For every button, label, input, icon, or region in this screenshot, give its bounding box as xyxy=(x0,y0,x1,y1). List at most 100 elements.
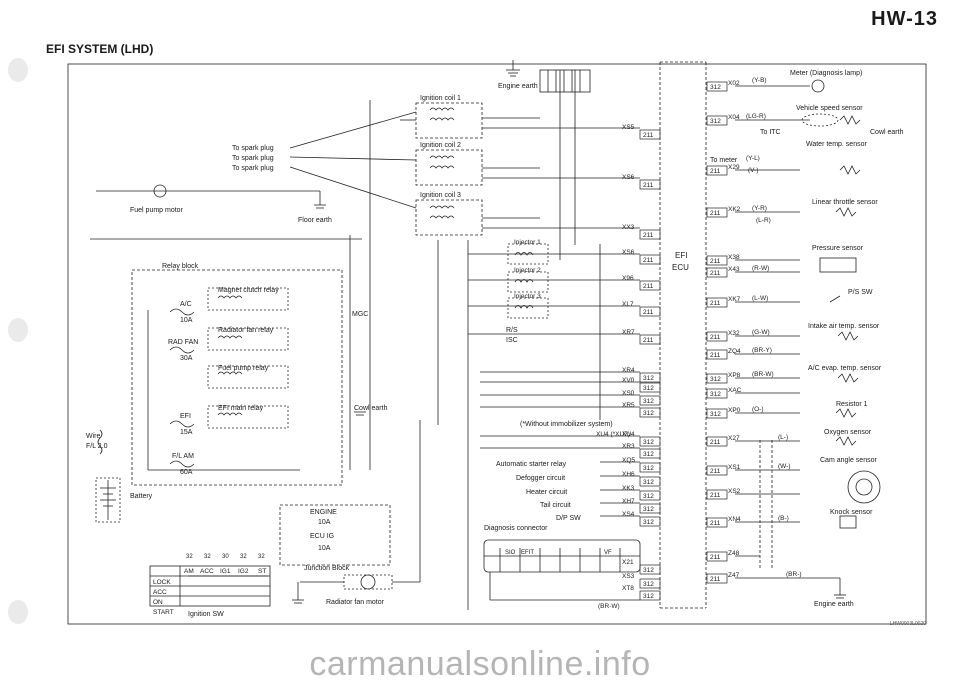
injector-2-label: Injector 2 xyxy=(514,267,541,274)
engine-earth-right-label: Engine earth xyxy=(814,601,854,608)
ecu-pin-code: XU4 xyxy=(622,431,635,438)
wire-o: (O-) xyxy=(752,406,764,413)
ecu-pin-box xyxy=(639,462,661,473)
ecu-pin-number: 312 xyxy=(643,567,654,574)
right-pin-box xyxy=(706,349,728,360)
ecu-pin-number: 312 xyxy=(643,385,654,392)
radiator-fan-motor-label: Radiator fan motor xyxy=(326,599,385,606)
ecu-pin-code: XV0 xyxy=(622,377,635,384)
efit-label: EFIT xyxy=(521,550,534,556)
ecu-ig-fuse-label: ECU IG xyxy=(310,533,334,540)
to-meter-label: To meter xyxy=(710,157,738,164)
fuel-pump-motor-label: Fuel pump motor xyxy=(130,207,184,214)
right-pin-box xyxy=(706,267,728,278)
right-pin-number: 211 xyxy=(710,168,721,175)
floor-earth-label: Floor earth xyxy=(298,217,332,224)
right-pin-box xyxy=(706,297,728,308)
right-pin-code: XP0 xyxy=(728,407,741,414)
ecu-pin-box xyxy=(639,229,661,240)
pin-boxes: XS5211XS6211XX3211XS6211X96211XL7211XR72… xyxy=(622,80,742,601)
ecu-ig-fuse-amp: 10A xyxy=(318,545,331,552)
ign-pin-acc: 32 xyxy=(204,554,211,560)
wire-lgr: (LG-R) xyxy=(746,113,766,120)
cowl-earth-right-label: Cowl earth xyxy=(870,129,904,136)
wire-b: (B-) xyxy=(778,515,789,522)
ecu-pin-number: 312 xyxy=(643,581,654,588)
spark-plug-label-3: To spark plug xyxy=(232,165,274,172)
ecu-pin-number: 312 xyxy=(643,375,654,382)
ecu-pin-code: XH6 xyxy=(622,471,635,478)
right-pin-number: 211 xyxy=(710,554,721,561)
knock-sensor-label: Knock sensor xyxy=(830,509,873,516)
right-pin-number: 211 xyxy=(710,334,721,341)
ecu-pin-box xyxy=(639,254,661,265)
fuse-ac-amp: 10A xyxy=(180,317,193,324)
ecu-pin-code: XT8 xyxy=(622,585,634,592)
ecu-pin-code: XR5 xyxy=(622,402,635,409)
ecu-pin-box xyxy=(639,448,661,459)
ecu-pin-number: 312 xyxy=(643,398,654,405)
cam-angle-label: Cam angle sensor xyxy=(820,457,877,464)
ign-col-st: ST xyxy=(258,568,266,575)
heater-circuit-label: Heater circuit xyxy=(526,489,567,496)
ecu-label-efi: EFI xyxy=(675,251,687,260)
right-pin-code: X32 xyxy=(728,330,740,337)
right-pin-box xyxy=(706,489,728,500)
right-pin-number: 211 xyxy=(710,439,721,446)
right-pin-number: 312 xyxy=(710,118,721,125)
right-pin-code: XS1 xyxy=(728,464,741,471)
ign-col-acc: ACC xyxy=(200,568,214,575)
efi-main-relay-label: EFI main relay xyxy=(218,405,264,412)
right-pin-box xyxy=(706,255,728,266)
right-pin-box xyxy=(706,436,728,447)
ignition-coil-2-label: Ignition coil 2 xyxy=(420,142,461,149)
punch-hole xyxy=(8,318,28,342)
right-pin-number: 211 xyxy=(710,492,721,499)
ecu-pin-code: XK3 xyxy=(622,485,635,492)
fuse-flam-name: F/L AM xyxy=(172,453,194,460)
ecu-pin-code: XS5 xyxy=(622,124,635,131)
pressure-sensor-label: Pressure sensor xyxy=(812,245,864,252)
ecu-pin-box xyxy=(639,407,661,418)
fuse-radfan-amp: 30A xyxy=(180,355,193,362)
junction-block-label: Junction Block xyxy=(304,565,350,572)
ecu-label-ecu: ECU xyxy=(672,263,689,272)
ignition-coil-3-label: Ignition coil 3 xyxy=(420,192,461,199)
ecu-pin-number: 211 xyxy=(643,182,654,189)
wire-rw: (R-W) xyxy=(752,265,769,272)
right-pin-code: X04 xyxy=(728,114,740,121)
right-pin-number: 211 xyxy=(710,270,721,277)
right-pin-number: 312 xyxy=(710,411,721,418)
meter-label: Meter (Diagnosis lamp) xyxy=(790,70,862,77)
ecu-pin-number: 312 xyxy=(643,479,654,486)
ecu-pin-code: XH7 xyxy=(622,498,635,505)
ecu-pin-box xyxy=(639,129,661,140)
injector-1-label: Injector 1 xyxy=(514,239,541,246)
vss-label: Vehicle speed sensor xyxy=(796,105,863,112)
mgc-label: MGC xyxy=(352,311,368,318)
right-pin-code: X02 xyxy=(728,80,740,87)
right-pin-box xyxy=(706,465,728,476)
ecu-pin-number: 312 xyxy=(643,593,654,600)
right-pin-code: ZQ4 xyxy=(728,348,741,355)
section-title: EFI SYSTEM (LHD) xyxy=(46,42,154,56)
right-pin-code: XP8 xyxy=(728,372,741,379)
ecu-pin-box xyxy=(639,564,661,575)
right-pin-number: 211 xyxy=(710,520,721,527)
ecu-pin-number: 312 xyxy=(643,410,654,417)
ignition-coil-1-label: Ignition coil 1 xyxy=(420,95,461,102)
ecu-pin-code: XX3 xyxy=(622,224,635,231)
ign-row-on: ON xyxy=(153,599,163,606)
ecu-pin-code: XR3 xyxy=(622,443,635,450)
spark-plug-label-2: To spark plug xyxy=(232,155,274,162)
ecu-pin-box xyxy=(639,503,661,514)
br-w-bottom-label: (BR-W) xyxy=(598,603,620,610)
ignition-sw-label: Ignition SW xyxy=(188,611,224,618)
ecu-pin-code: XS0 xyxy=(622,390,635,397)
right-pin-box xyxy=(706,81,728,92)
ecu-pin-box xyxy=(639,476,661,487)
right-pin-number: 211 xyxy=(710,210,721,217)
intake-temp-label: Intake air temp. sensor xyxy=(808,323,880,330)
vf-label: VF xyxy=(604,550,612,556)
wire-brw: (BR-W) xyxy=(752,371,774,378)
